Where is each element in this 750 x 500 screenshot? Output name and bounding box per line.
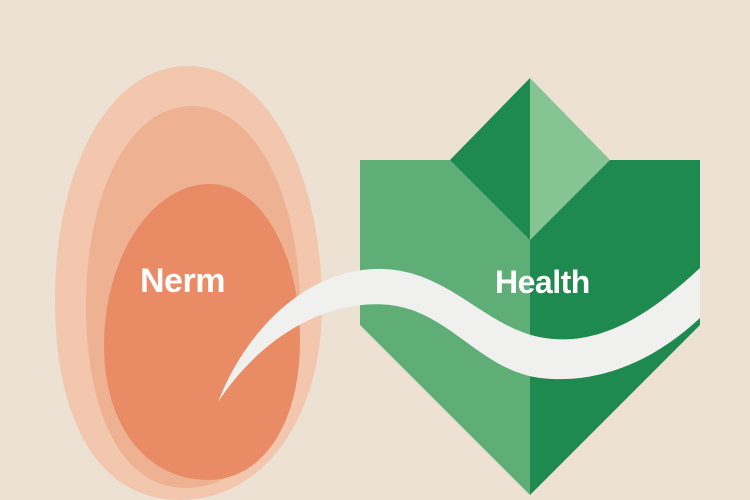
egg-inner-layer xyxy=(104,184,300,480)
left-label: Nerm xyxy=(140,262,225,300)
right-label: Health xyxy=(495,264,590,300)
wave-ribbon xyxy=(218,268,700,402)
shield-left-half xyxy=(360,160,530,495)
leaf-right-half xyxy=(530,78,610,240)
shield-right-half xyxy=(530,160,700,495)
leaf-left-half xyxy=(450,78,530,240)
egg-shape xyxy=(55,66,322,500)
shield-shape xyxy=(360,78,700,495)
